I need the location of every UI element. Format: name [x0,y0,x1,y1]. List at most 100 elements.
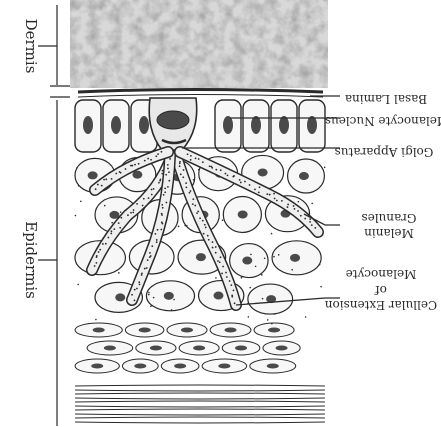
melanin-granule [220,256,222,258]
cell-nucleus [218,364,230,369]
melanin-granule [311,203,313,205]
cell-nucleus [174,364,186,369]
melanin-granule [118,272,120,274]
melanin-granule [138,163,140,165]
cell-nucleus [196,253,206,261]
melanin-granule [183,169,185,171]
cell-nucleus [279,116,289,134]
melanin-granule [179,165,181,167]
melanin-granule [132,211,134,213]
melanin-granule [300,215,302,217]
melanin-granule [240,182,242,184]
melanin-granule [156,239,158,241]
melanin-granule [96,262,98,264]
melanin-granule [258,191,260,193]
label-melanin-granules-line1: Melanin [364,226,414,240]
melanin-granule [261,274,263,276]
cell-nucleus [104,346,116,351]
melanin-granule [158,182,160,184]
melanin-granule [167,168,169,170]
melanin-granule [314,227,316,229]
cell-nucleus [223,116,233,134]
melanin-granule [287,204,289,206]
cornified-layer [75,414,325,415]
melanin-granule [179,162,181,164]
melanin-granule [111,230,113,232]
melanin-granule [161,204,163,206]
melanin-granule [75,215,77,217]
melanin-granule [230,284,232,286]
melanin-granule [274,198,276,200]
melanin-granule [225,272,227,274]
melanin-granule [107,237,109,239]
cornified-layer [75,406,325,407]
melanin-granule [198,158,200,160]
melanin-granule [99,249,101,251]
melanin-granule [102,243,104,245]
layer-label-dermis: Dermis [22,19,40,74]
melanin-granule [111,178,113,180]
melanin-granule [259,186,261,188]
melanin-granule [151,194,153,196]
melanin-granule [264,257,266,259]
melanin-granule [168,171,170,173]
melanin-granule [138,281,140,283]
melanin-granule [231,296,233,298]
melanin-granule [147,259,149,261]
melanin-granule [148,294,150,296]
cell-nucleus [235,346,247,351]
label-basal-lamina: Basal Lamina [345,92,427,106]
melanin-granule [208,239,210,241]
melanin-granule [203,233,205,235]
melanin-granule [161,223,163,225]
melanin-granule [156,241,158,243]
melanin-granule [293,205,295,207]
cell-nucleus [134,364,146,369]
melanin-granule [155,155,157,157]
melanin-granule [215,277,217,279]
melanin-granule [255,266,257,268]
cell-nucleus [299,172,309,180]
cell-nucleus [83,116,93,134]
melanin-granule [164,191,166,193]
melanin-granule [189,192,191,194]
melanin-granule [324,166,326,168]
melanin-granule [190,155,192,157]
melanin-granule [171,309,173,311]
cornified-layer [75,401,325,402]
melanin-granule [222,266,224,268]
melanin-granule [130,212,132,214]
melanin-granule [78,185,80,187]
melanin-granule [144,268,146,270]
melanin-granule [119,171,121,173]
melanin-granule [273,256,275,258]
melanin-granule [193,179,195,181]
melanin-granule [233,175,235,177]
melanin-granule [142,205,144,207]
melanin-granule [202,220,204,222]
cell-nucleus [242,257,252,265]
melanin-granule [148,197,150,199]
melanin-granule [185,186,187,188]
melanin-granule [95,319,97,321]
melanin-granule [148,292,150,294]
melanin-granule [76,167,78,169]
melanin-granule [136,288,138,290]
melanin-granule [162,207,164,209]
melanin-granule [131,294,133,296]
melanin-granule [273,193,275,195]
cell-nucleus [258,168,268,176]
melanin-granule [192,203,194,205]
melanin-granule [309,218,311,220]
cornified-layer [75,393,325,394]
melanin-granule [205,227,207,229]
melanin-granule [134,164,136,166]
melanin-granule [239,179,241,181]
melanin-granule [149,252,151,254]
melanin-granule [150,305,152,307]
melanin-granule [267,319,269,321]
melanin-granule [115,173,117,175]
melanin-granule [209,165,211,167]
